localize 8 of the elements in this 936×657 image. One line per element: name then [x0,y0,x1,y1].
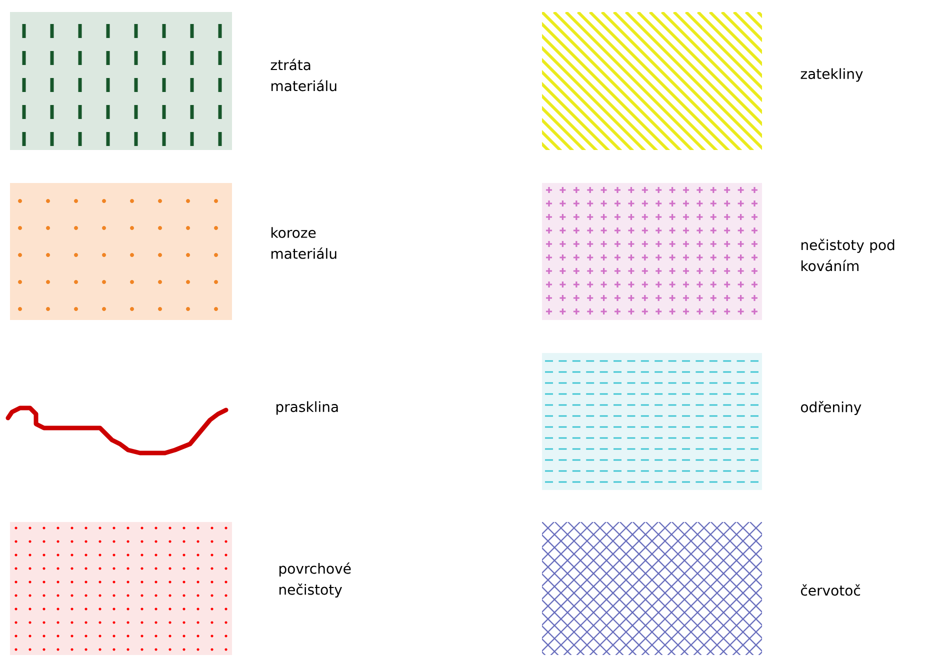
legend-label: odřeniny [800,400,862,416]
legend-label: povrchové nečistoty [279,562,351,598]
legend-label: nečistoty pod kováním [801,238,894,272]
legend-label: červotoč [800,584,860,596]
legend-label: prasklina [276,401,338,415]
legend-label: ztráta materiálu [270,58,336,92]
legend-label: koroze materiálu [271,227,336,259]
legend-label: zatekliny [800,68,863,82]
